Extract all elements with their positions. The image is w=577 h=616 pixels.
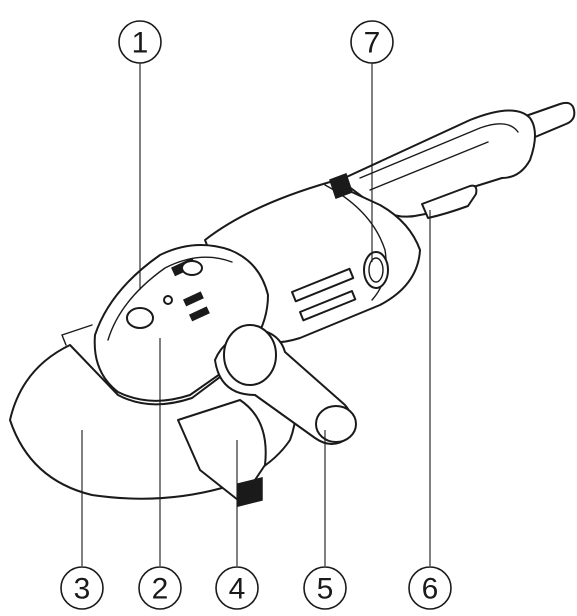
callout-circle xyxy=(408,566,452,610)
handle-grip-line xyxy=(369,141,489,191)
callout-2: 2 xyxy=(138,566,182,610)
side-handle-collar xyxy=(223,324,277,386)
disc-lower-edge xyxy=(237,477,263,507)
head-detail xyxy=(189,306,210,322)
housing-latch xyxy=(329,173,353,199)
callout-6: 6 xyxy=(408,566,452,610)
callout-circle xyxy=(118,20,162,64)
callout-label: 5 xyxy=(317,573,334,606)
leader-lines xyxy=(81,62,431,566)
head-bolt xyxy=(181,260,203,276)
head-detail xyxy=(183,291,204,307)
callout-label: 1 xyxy=(132,27,149,60)
spindle-lock-button xyxy=(126,307,154,329)
callout-3: 3 xyxy=(60,566,104,610)
callout-label: 2 xyxy=(152,573,169,606)
callout-7: 7 xyxy=(350,20,394,64)
gear-head-edge xyxy=(107,256,233,341)
callout-circle xyxy=(303,566,347,610)
callout-circle xyxy=(60,566,104,610)
callout-5: 5 xyxy=(303,566,347,610)
angle-grinder-illustration xyxy=(9,101,576,507)
callout-label: 3 xyxy=(74,573,91,606)
air-vent xyxy=(298,290,357,322)
wheel-guard-rim xyxy=(61,324,93,346)
callout-circle xyxy=(350,20,394,64)
callout-circle xyxy=(215,566,259,610)
callout-1: 1 xyxy=(118,20,162,64)
rear-handle xyxy=(339,109,536,218)
callout-label: 7 xyxy=(364,27,381,60)
callout-circle xyxy=(138,566,182,610)
side-handle-end-cap xyxy=(315,405,357,443)
brush-cap xyxy=(363,251,389,289)
trigger-switch xyxy=(421,184,478,219)
callout-4: 4 xyxy=(215,566,259,610)
brush-cap-inner xyxy=(368,257,384,283)
callout-label: 4 xyxy=(229,573,246,606)
handle-grip-line xyxy=(359,123,519,179)
air-vent xyxy=(291,267,355,303)
head-bolt-small xyxy=(163,295,173,305)
callout-label: 6 xyxy=(422,573,439,606)
